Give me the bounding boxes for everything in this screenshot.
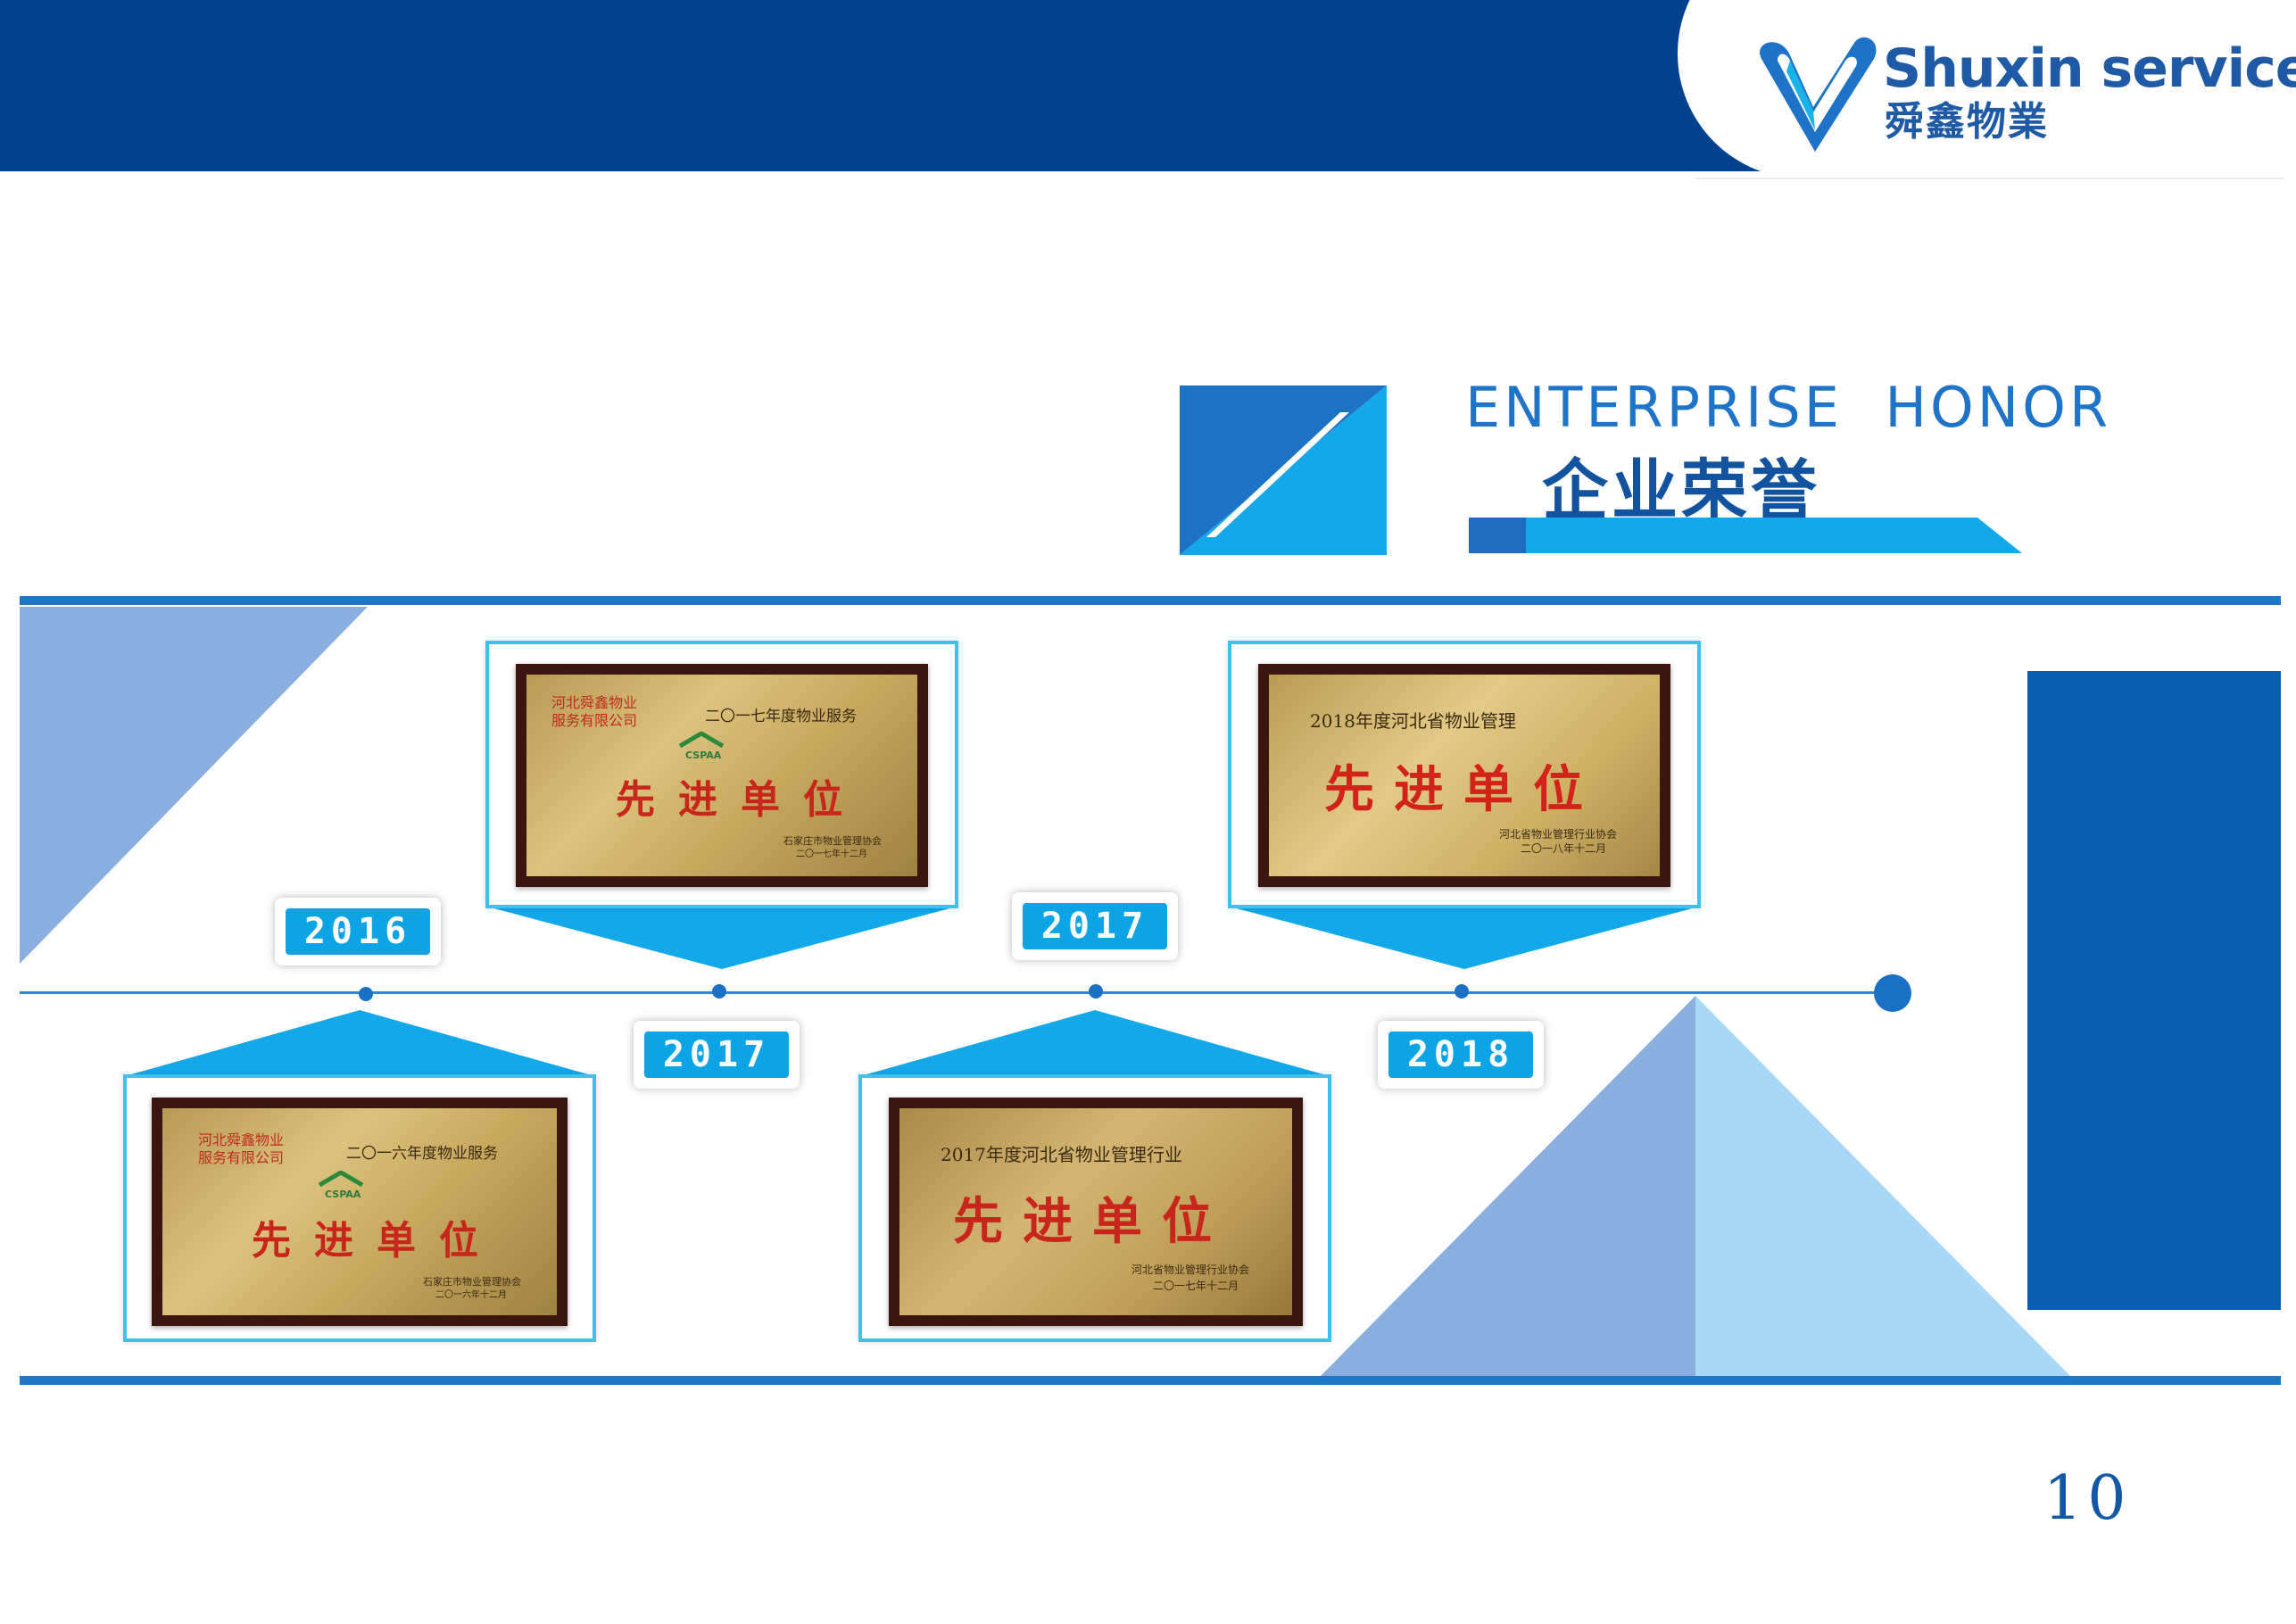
award-issuer: 石家庄市物业管理协会: [783, 835, 882, 847]
award-title: 先进单位: [252, 1218, 501, 1264]
year-badge: 2016: [275, 898, 441, 965]
mountain-triangle: [1321, 996, 2070, 1376]
award-mark: CSPAA: [685, 750, 722, 761]
section-title-cn: 企业荣誉: [1542, 452, 1820, 529]
timeline-dot: [1089, 984, 1103, 998]
year-label: 2017: [644, 1032, 789, 1078]
award-year-line: 2018年度河北省物业管理: [1310, 710, 1516, 732]
logo-name-en: Shuxin service: [1883, 37, 2296, 100]
corner-triangle-left: [20, 607, 368, 964]
award-org-line: 河北舜鑫物业: [198, 1131, 285, 1148]
title-underline: [1469, 518, 2022, 553]
timeline-dot: [712, 984, 726, 998]
award-year-line: 2017年度河北省物业管理行业: [941, 1144, 1182, 1165]
award-issuer: 河北省物业管理行业协会: [1498, 828, 1617, 841]
award-year-line: 二〇一六年度物业服务: [346, 1145, 498, 1163]
roof-logo-icon: [678, 732, 725, 748]
header-divider: [1695, 178, 2284, 179]
award-title: 先进单位: [616, 777, 866, 823]
section-title-en: ENTERPRISE HONOR: [1465, 375, 2112, 440]
award-issuer: 石家庄市物业管理协会: [423, 1276, 521, 1288]
award-org-line: 河北舜鑫物业: [551, 694, 638, 711]
award-date: 二〇一八年十二月: [1520, 842, 1606, 855]
award-photo: 2018年度河北省物业管理 先进单位 河北省物业管理行业协会 二〇一八年十二月: [1228, 641, 1701, 908]
roof-logo-icon: [318, 1171, 364, 1187]
band-bottom-line: [20, 1376, 2281, 1385]
timeline-dot: [1455, 984, 1469, 998]
title-emblem: [1180, 385, 1387, 555]
award-mark: CSPAA: [325, 1189, 361, 1200]
heart-logo-icon: [1760, 37, 1877, 152]
award-title: 先进单位: [953, 1192, 1231, 1251]
timeline-axis: [20, 991, 1894, 994]
band-top-line: [20, 596, 2281, 605]
award-year-line: 二〇一七年度物业服务: [705, 708, 857, 725]
award-date: 二〇一七年十二月: [796, 849, 867, 859]
award-photo: 河北舜鑫物业 服务有限公司 二〇一七年度物业服务 CSPAA 先进单位 石家庄市…: [485, 641, 958, 908]
timeline-dot: [359, 987, 373, 1001]
year-label: 2017: [1023, 903, 1167, 949]
year-badge: 2018: [1378, 1021, 1544, 1089]
award-date: 二〇一七年十二月: [1152, 1280, 1239, 1292]
award-photo: 河北舜鑫物业 服务有限公司 二〇一六年度物业服务 CSPAA 先进单位 石家庄市…: [123, 1074, 596, 1342]
award-issuer: 河北省物业管理行业协会: [1131, 1264, 1249, 1276]
year-badge: 2017: [634, 1021, 800, 1089]
timeline-end-dot: [1874, 974, 1911, 1012]
award-plaque: 2018年度河北省物业管理 先进单位 河北省物业管理行业协会 二〇一八年十二月: [1258, 664, 1670, 887]
award-org-line: 服务有限公司: [198, 1149, 285, 1166]
award-org-line: 服务有限公司: [551, 712, 638, 729]
pointer-wedge: [487, 907, 957, 969]
year-badge: 2017: [1012, 892, 1178, 960]
side-panel: [2027, 671, 2281, 1310]
award-plaque: 河北舜鑫物业 服务有限公司 二〇一七年度物业服务 CSPAA 先进单位 石家庄市…: [516, 664, 928, 887]
logo-name-cn: 舜鑫物業: [1885, 99, 2049, 145]
page-number: 10: [2043, 1463, 2132, 1534]
award-photo: 2017年度河北省物业管理行业 先进单位 河北省物业管理行业协会 二〇一七年十二…: [858, 1074, 1331, 1342]
award-title: 先进单位: [1324, 760, 1603, 819]
pointer-wedge: [1230, 907, 1699, 969]
header-band: [0, 0, 1776, 171]
award-plaque: 河北舜鑫物业 服务有限公司 二〇一六年度物业服务 CSPAA 先进单位 石家庄市…: [152, 1098, 568, 1326]
year-label: 2016: [286, 908, 430, 955]
year-label: 2018: [1388, 1032, 1533, 1078]
pointer-wedge: [125, 1010, 594, 1076]
award-plaque: 2017年度河北省物业管理行业 先进单位 河北省物业管理行业协会 二〇一七年十二…: [889, 1098, 1303, 1326]
award-date: 二〇一六年十二月: [435, 1290, 507, 1300]
pointer-wedge: [860, 1010, 1330, 1076]
